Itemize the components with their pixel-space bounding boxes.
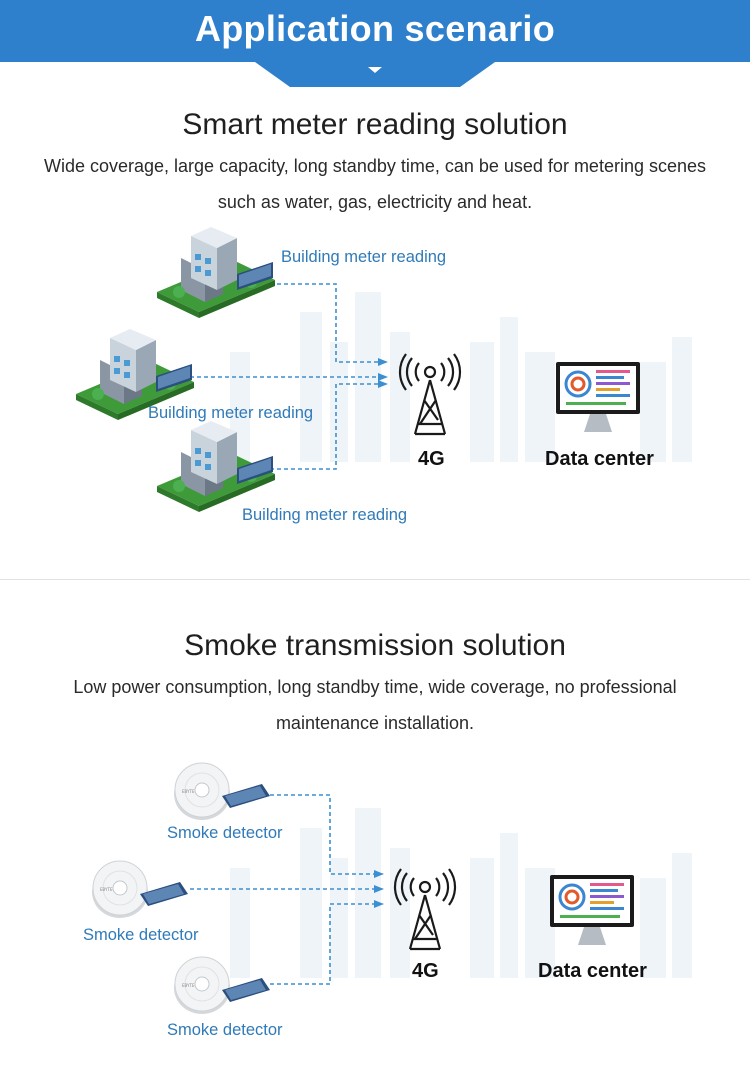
smoke-transmission-diagram: EBYTE EBYTE EBYTE xyxy=(92,762,692,1014)
svg-text:EBYTE: EBYTE xyxy=(100,887,113,892)
smart-meter-diagram xyxy=(76,227,692,512)
smoke-detector-icon: EBYTE xyxy=(92,860,188,918)
building-icon xyxy=(76,329,194,420)
source-label: Smoke detector xyxy=(83,926,199,944)
connector-arrowheads xyxy=(374,870,384,908)
smoke-detector-icon: EBYTE xyxy=(174,762,270,820)
svg-text:EBYTE: EBYTE xyxy=(182,789,195,794)
tower-icon xyxy=(393,868,457,951)
svg-text:EBYTE: EBYTE xyxy=(182,983,195,988)
banner-tab-shape xyxy=(255,62,495,87)
connector-lines xyxy=(190,283,378,470)
source-label: Building meter reading xyxy=(148,404,314,422)
building-icon xyxy=(157,421,275,512)
building-icon xyxy=(157,227,275,318)
section-divider xyxy=(0,579,750,580)
source-label: Smoke detector xyxy=(167,824,283,842)
source-label: Building meter reading xyxy=(281,248,447,266)
header-banner xyxy=(0,0,750,62)
monitor-icon xyxy=(550,875,634,945)
skyline-background xyxy=(230,808,692,978)
data-center-label: Data center xyxy=(538,960,647,982)
connector-lines xyxy=(190,794,374,985)
section-title-smoke: Smoke transmission solution xyxy=(184,629,566,662)
section-description-smoke: Low power consumption, long standby time… xyxy=(73,677,677,733)
skyline-background xyxy=(230,292,692,462)
connector-arrowheads xyxy=(378,358,388,388)
source-label: Building meter reading xyxy=(242,506,408,524)
page-title: Application scenario xyxy=(194,8,556,49)
section-description-smart-meter: Wide coverage, large capacity, long stan… xyxy=(43,156,707,212)
source-label: Smoke detector xyxy=(167,1021,283,1039)
data-center-label: Data center xyxy=(545,448,654,470)
network-label: 4G xyxy=(412,960,439,982)
monitor-icon xyxy=(556,362,640,432)
chevron-down-icon xyxy=(368,67,382,73)
smoke-detector-icon: EBYTE xyxy=(174,956,270,1014)
tower-icon xyxy=(398,353,462,436)
section-title-smart-meter: Smart meter reading solution xyxy=(182,108,568,141)
network-label: 4G xyxy=(418,448,445,470)
